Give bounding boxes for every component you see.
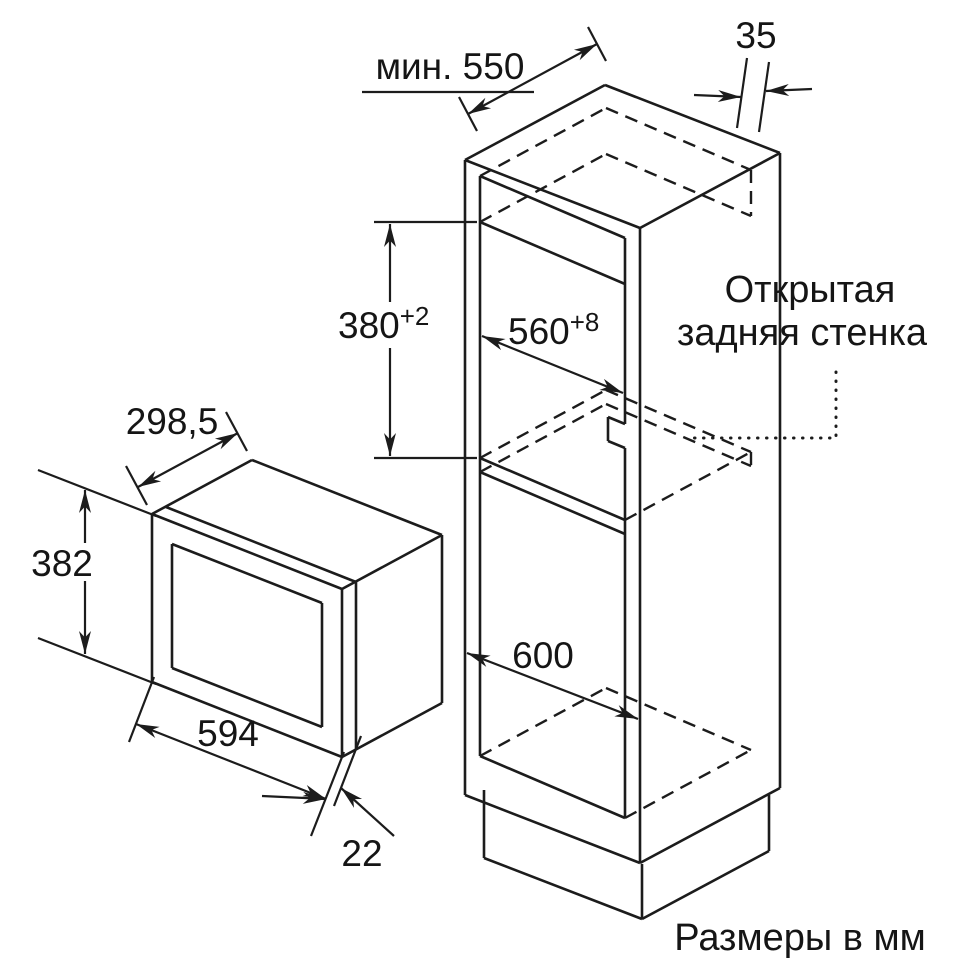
dim-wall-thickness-label: 35	[735, 15, 776, 56]
dimension-lines	[37, 26, 813, 837]
dim-appliance-depth-label: 298,5	[126, 401, 219, 442]
units-caption: Размеры в мм	[674, 917, 925, 959]
dim-appliance-width-label: 594	[197, 713, 259, 754]
dim-frame-protrusion-label: 22	[341, 833, 382, 874]
dim-cabinet-width-label: 600	[512, 635, 574, 676]
open-back-leader-line	[686, 370, 838, 440]
open-back-note-line2: задняя стенка	[677, 312, 928, 354]
cabinet-outline	[463, 83, 782, 921]
dim-niche-height-label: 380+2	[338, 301, 429, 346]
microwave-outline	[150, 458, 444, 759]
dim-appliance-height-label: 382	[31, 543, 93, 584]
dim-cabinet-depth-label: мин. 550	[376, 46, 525, 87]
open-back-note-line1: Открытая	[725, 269, 896, 311]
cabinet-open-back-edges	[479, 106, 753, 820]
dim-niche-width-label: 560+8	[508, 307, 599, 352]
